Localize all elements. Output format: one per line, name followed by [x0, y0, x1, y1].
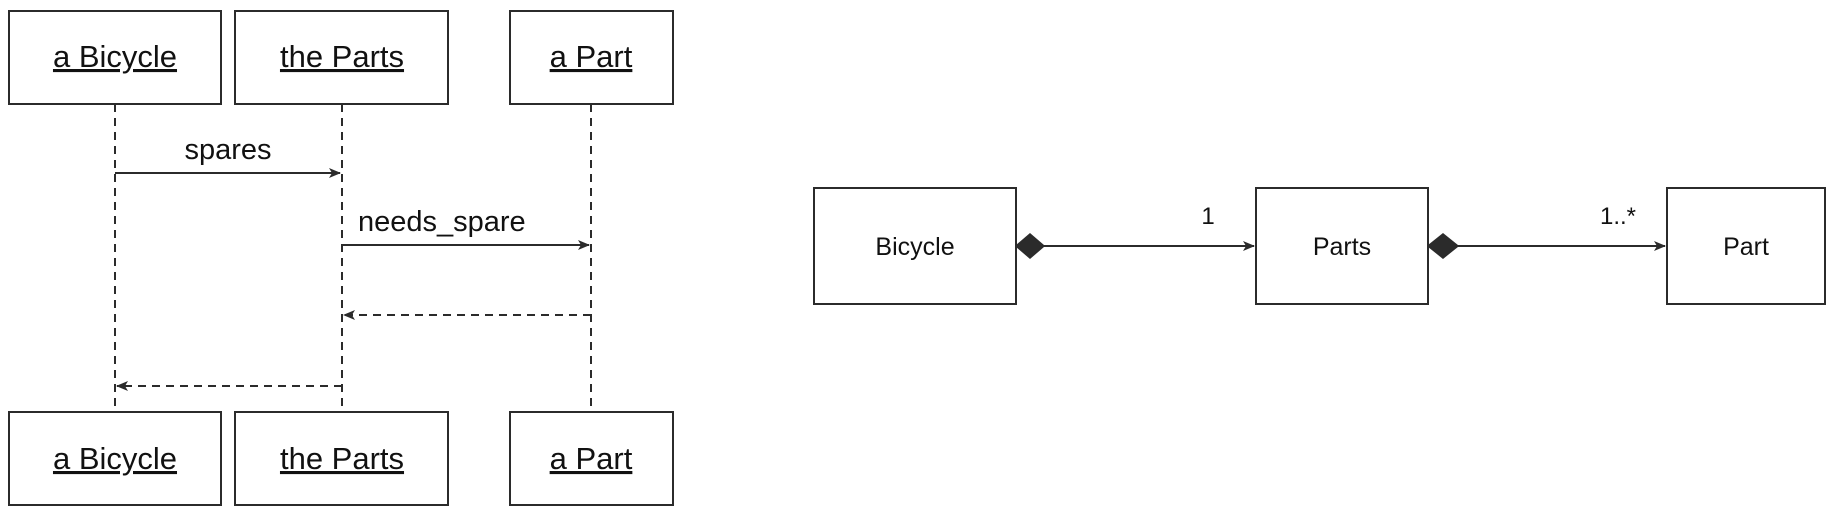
object-box-bottom-bicycle[interactable]: a Bicycle: [8, 411, 222, 506]
object-box-top-bicycle[interactable]: a Bicycle: [8, 10, 222, 105]
multiplicity-label: 1: [1201, 203, 1214, 230]
class-box-part[interactable]: Part: [1666, 187, 1826, 305]
class-box-parts[interactable]: Parts: [1255, 187, 1429, 305]
object-box-top-parts[interactable]: the Parts: [234, 10, 449, 105]
object-label: the Parts: [280, 441, 404, 476]
object-box-bottom-parts[interactable]: the Parts: [234, 411, 449, 506]
composition-bicycle-parts: 1: [1014, 203, 1255, 259]
message-label: spares: [184, 134, 271, 166]
composition-diamond: [1014, 233, 1046, 259]
message-spares: spares: [115, 134, 341, 178]
object-box-bottom-part[interactable]: a Part: [509, 411, 674, 506]
class-label: Parts: [1313, 233, 1371, 261]
composition-diamond: [1426, 233, 1460, 259]
composition-parts-part: 1..*: [1426, 203, 1666, 259]
object-label: a Part: [550, 39, 633, 74]
object-label: a Part: [550, 441, 633, 476]
message-needs-spare: needs_spare: [342, 206, 590, 250]
class-label: Bicycle: [875, 233, 954, 261]
object-box-top-part[interactable]: a Part: [509, 10, 674, 105]
sequence-diagram: a Bicycle the Parts a Part spares needs_…: [8, 10, 674, 506]
class-box-bicycle[interactable]: Bicycle: [813, 187, 1017, 305]
object-label: a Bicycle: [53, 441, 177, 476]
message-label: needs_spare: [358, 206, 526, 238]
object-label: the Parts: [280, 39, 404, 74]
object-label: a Bicycle: [53, 39, 177, 74]
class-diagram: 1 1..* Bicycle Parts Part: [813, 187, 1826, 305]
multiplicity-label: 1..*: [1600, 203, 1636, 230]
class-label: Part: [1723, 233, 1769, 261]
